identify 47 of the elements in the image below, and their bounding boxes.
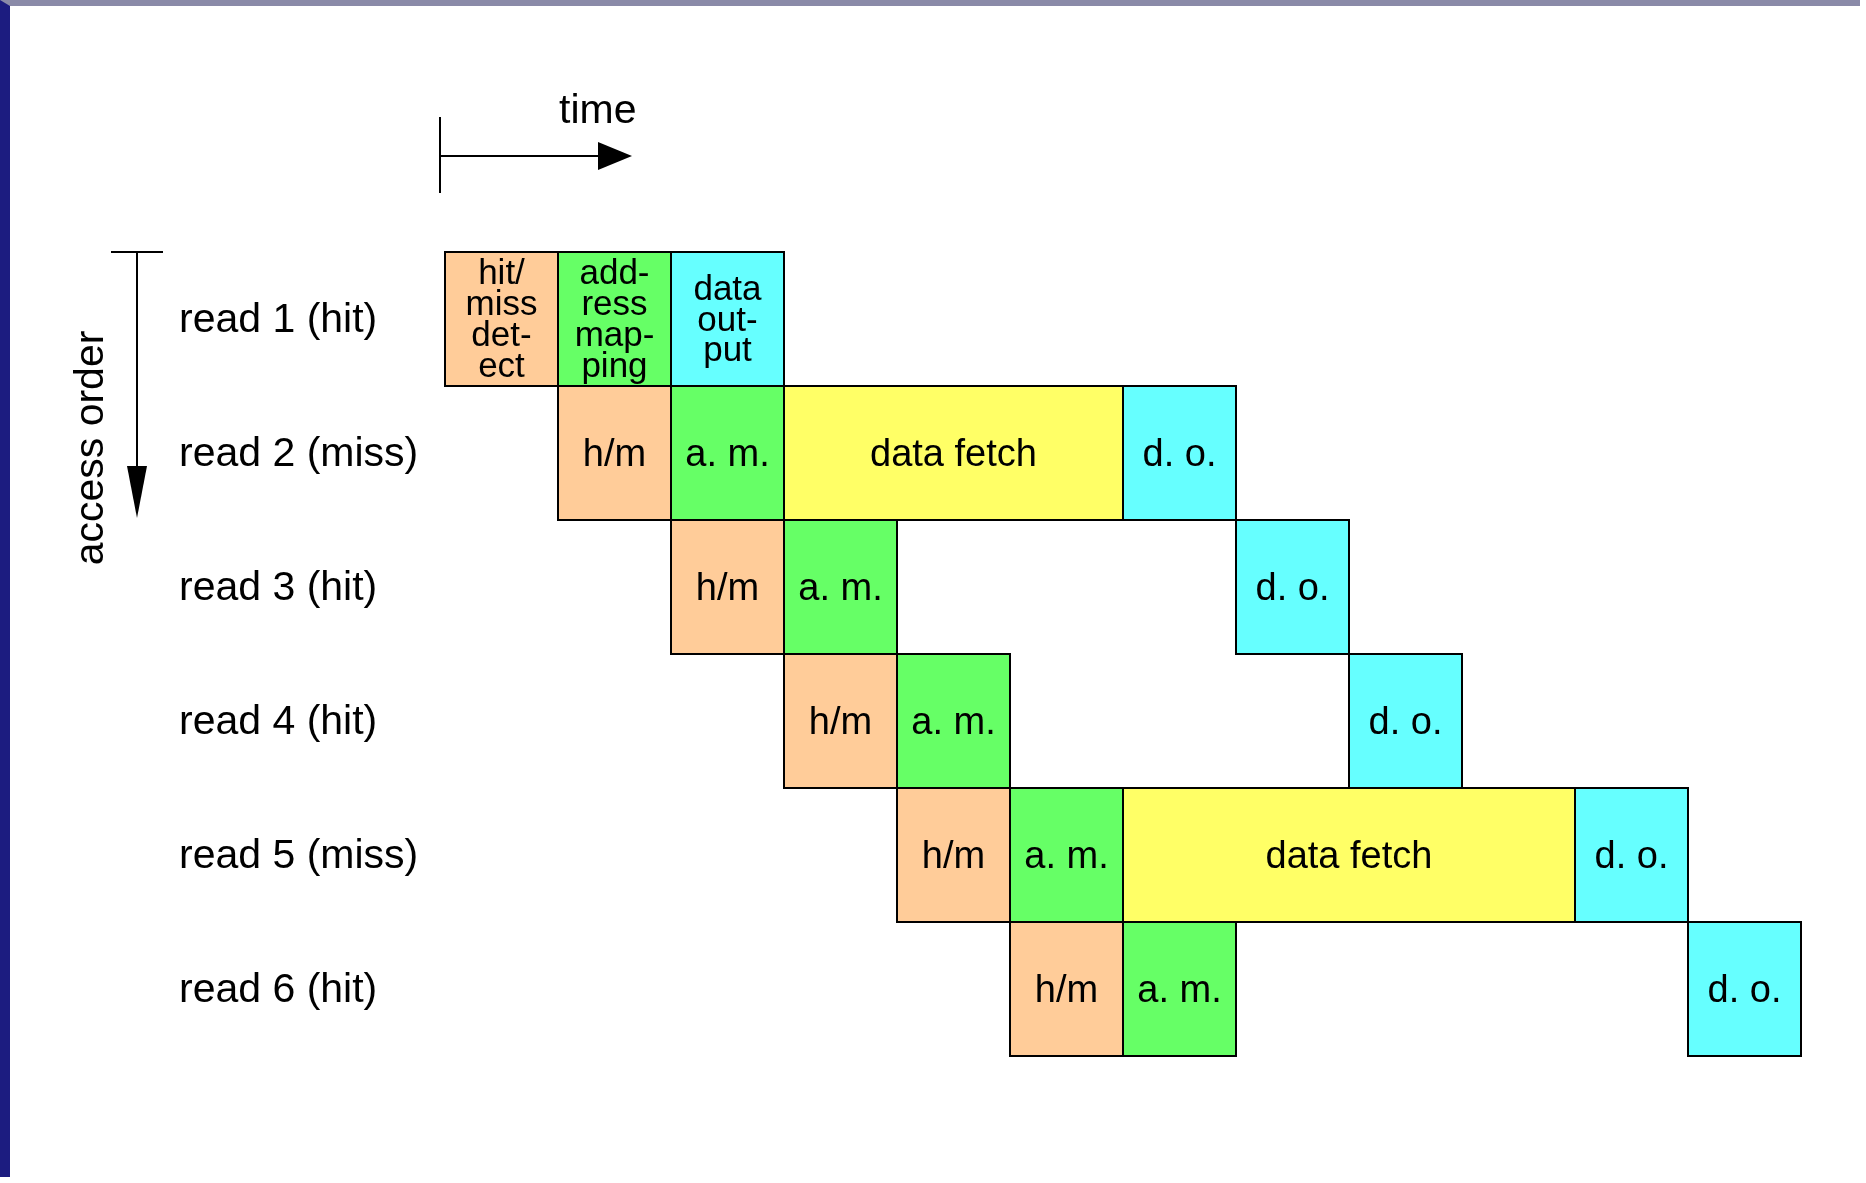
stage-cell	[783, 653, 898, 789]
stage-label: h/m	[921, 833, 986, 877]
stage-cell	[1122, 385, 1237, 521]
stage-label: h/m	[808, 699, 873, 743]
stage-label: data out- put	[693, 272, 762, 366]
stage-label: a. m.	[798, 565, 883, 609]
stage-cell	[557, 251, 672, 387]
stage-label: a. m.	[911, 699, 996, 743]
stage-label: d. o.	[1142, 431, 1217, 475]
stage-label: a. m.	[1137, 967, 1222, 1011]
stage-cell	[670, 251, 785, 387]
stage-cell	[1009, 787, 1124, 923]
stage-cell	[444, 251, 559, 387]
row-label: read 3 (hit)	[179, 563, 378, 610]
stage-label: hit/ miss det- ect	[465, 257, 538, 381]
stage-cell	[1122, 921, 1237, 1057]
stage-cell	[557, 385, 672, 521]
stage-cell	[783, 385, 1124, 521]
stage-cell	[783, 519, 898, 655]
row-label: read 4 (hit)	[179, 697, 378, 744]
stage-label: data fetch	[1265, 833, 1433, 877]
stage-label: d. o.	[1594, 833, 1669, 877]
stage-cell	[1348, 653, 1463, 789]
stage-cell	[670, 519, 785, 655]
stage-label: h/m	[582, 431, 647, 475]
axis-label: time	[559, 86, 637, 133]
stage-cell	[896, 787, 1011, 923]
stage-label: d. o.	[1707, 967, 1782, 1011]
row-label: read 2 (miss)	[179, 429, 419, 476]
stage-cell	[1009, 921, 1124, 1057]
stage-label: data fetch	[870, 431, 1037, 475]
stage-label: h/m	[1034, 967, 1099, 1011]
stage-cell	[670, 385, 785, 521]
row-label: read 1 (hit)	[179, 295, 378, 342]
stage-label: d. o.	[1255, 565, 1330, 609]
stage-cell	[1687, 921, 1802, 1057]
stage-label: h/m	[695, 565, 760, 609]
stage-label: a. m.	[1024, 833, 1109, 877]
axis-label: access order	[65, 330, 113, 566]
stage-cell	[1574, 787, 1689, 923]
stage-label: a. m.	[685, 431, 770, 475]
stage-cell	[896, 653, 1011, 789]
row-label: read 5 (miss)	[179, 831, 419, 878]
row-label: read 6 (hit)	[179, 965, 378, 1012]
stage-cell	[1122, 787, 1576, 923]
stage-label: d. o.	[1368, 699, 1443, 743]
stage-cell	[1235, 519, 1350, 655]
